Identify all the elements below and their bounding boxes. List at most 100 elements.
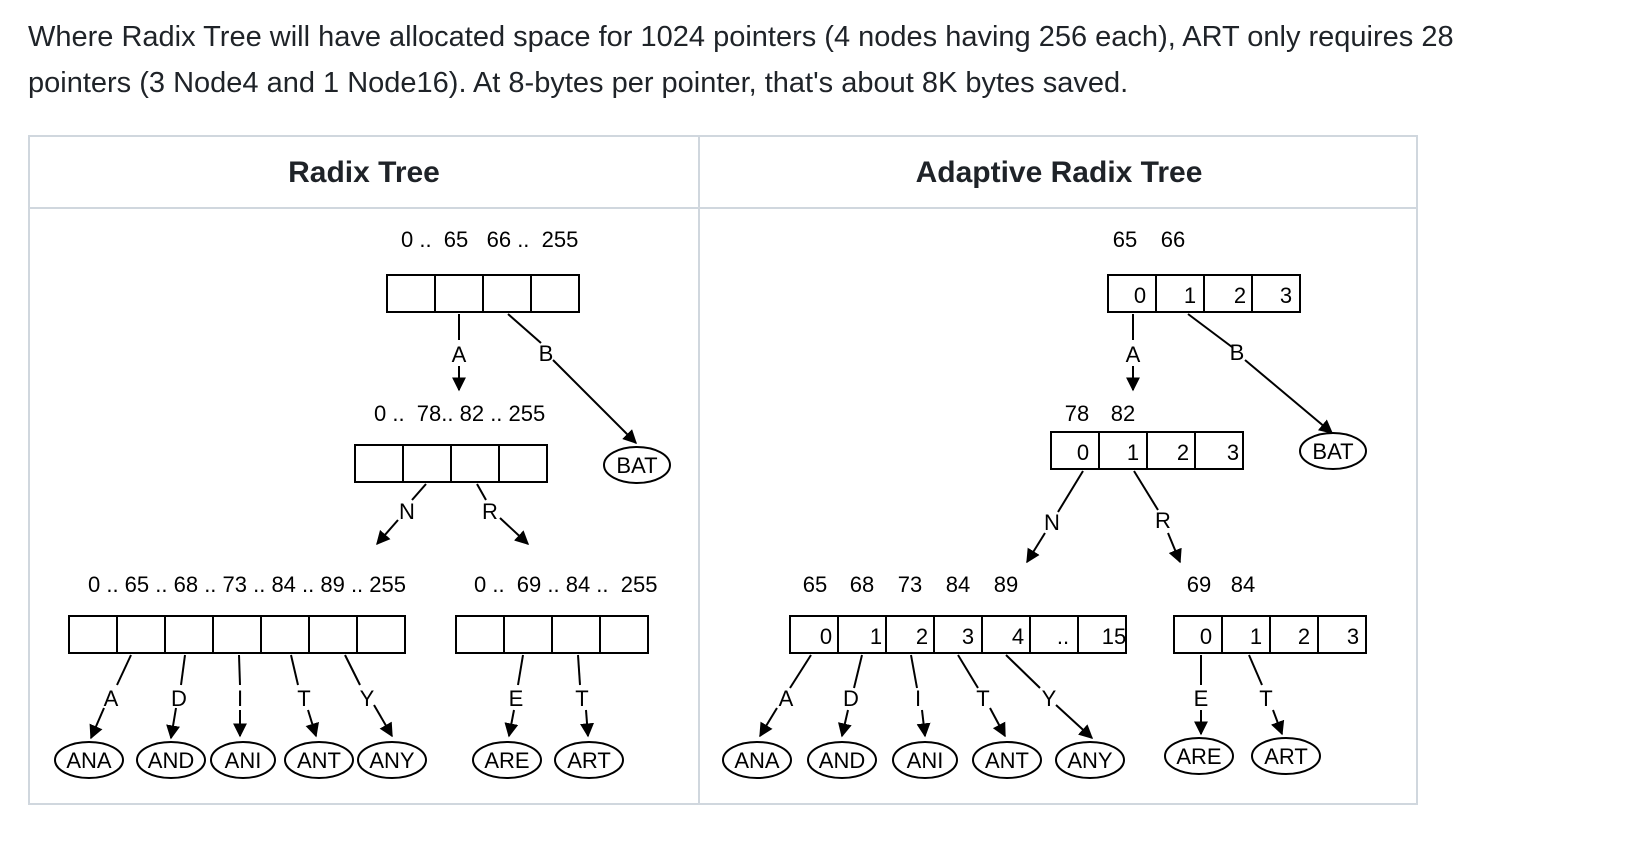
art-leaf-ana-label: ANA [734, 748, 780, 773]
art-l2-slot-2: 2 [1177, 440, 1189, 465]
art-n16-slot-4: 4 [1012, 624, 1024, 649]
art-n16-key-65: 65 [803, 572, 827, 597]
art-l2-slot-1: 1 [1127, 440, 1139, 465]
radix-edge-t2: T [575, 686, 588, 711]
art-n16-slot-2: 2 [916, 624, 928, 649]
radix-root-label: 0 .. 65 66 .. 255 [401, 227, 578, 252]
intro-paragraph: Where Radix Tree will have allocated spa… [28, 14, 1628, 106]
art-edge-t2: T [1259, 686, 1272, 711]
radix-leaf-bat [603, 446, 671, 484]
art-edge-a2: A [779, 686, 794, 711]
art-leaf-ani-label: ANI [907, 748, 944, 773]
art-leaf-and [807, 741, 877, 779]
radix-leaf-ant-label: ANT [297, 748, 341, 773]
art-l2-key-82: 82 [1111, 401, 1135, 426]
intro-line-1: Where Radix Tree will have allocated spa… [28, 21, 1454, 53]
art-leaf-art-label: ART [1264, 744, 1308, 769]
header-radix-tree: Radix Tree [288, 156, 440, 189]
art-l2-slot-0: 0 [1077, 440, 1089, 465]
radix-leaf-any [357, 741, 427, 779]
radix-leaf-art-label: ART [567, 748, 611, 773]
radix-tree-text: 0 .. 65 66 .. 255 0 .. 78.. 82 .. 255 0 … [66, 227, 657, 773]
art-leaf-ant [972, 741, 1042, 779]
art-n4-slot-3: 3 [1347, 624, 1359, 649]
art-edge-i: I [915, 686, 921, 711]
art-root-slot-1: 1 [1184, 283, 1196, 308]
art-leaf-art [1251, 737, 1321, 775]
radix-leaf-art [554, 741, 624, 779]
art-n16-slot-ellipsis: .. [1057, 624, 1069, 649]
art-n16-slot-1: 1 [870, 624, 882, 649]
radix-leaf-ana-label: ANA [66, 748, 112, 773]
radix-edge-e: E [509, 686, 524, 711]
radix-edge-a2: A [104, 686, 119, 711]
art-root-key-65: 65 [1113, 227, 1137, 252]
art-root-slot-3: 3 [1280, 283, 1292, 308]
table-header-row [30, 137, 1416, 209]
art-n4-slot-1: 1 [1250, 624, 1262, 649]
radix-leaf-are [472, 741, 542, 779]
art-n4-slot-2: 2 [1298, 624, 1310, 649]
radix-level2-label: 0 .. 78.. 82 .. 255 [374, 401, 545, 426]
radix-leaf-and [136, 741, 206, 779]
radix-leaf-and-label: AND [148, 748, 194, 773]
header-adaptive-radix-tree: Adaptive Radix Tree [915, 156, 1203, 189]
art-root-slot-2: 2 [1234, 283, 1246, 308]
column-divider [698, 137, 700, 803]
art-edge-a: A [1126, 342, 1141, 367]
art-leaf-ani [892, 741, 958, 779]
art-leaf-bat [1299, 432, 1367, 470]
art-n16-key-84: 84 [946, 572, 970, 597]
art-edge-t: T [976, 686, 989, 711]
radix-edge-d: D [171, 686, 187, 711]
radix-edge-n: N [399, 499, 415, 524]
radix-edge-y: Y [360, 686, 375, 711]
radix-tree-diagram [54, 274, 671, 779]
art-edge-b: B [1230, 340, 1245, 365]
art-root-slot-0: 0 [1134, 283, 1146, 308]
art-leaf-bat-label: BAT [1312, 439, 1353, 464]
art-root-key-66: 66 [1161, 227, 1185, 252]
radix-edge-r: R [482, 499, 498, 524]
art-diagram [722, 274, 1367, 779]
art-n16-key-73: 73 [898, 572, 922, 597]
art-edge-n: N [1044, 510, 1060, 535]
comparison-table: Radix Tree Adaptive Radix Tree [28, 135, 1418, 805]
art-n16-slot-3: 3 [962, 624, 974, 649]
art-leaf-and-label: AND [819, 748, 865, 773]
art-n4-key-84: 84 [1231, 572, 1255, 597]
radix-edge-i: I [237, 686, 243, 711]
radix-leaf-ani [210, 741, 276, 779]
radix-leaf-ani-label: ANI [225, 748, 262, 773]
radix-edge-t: T [297, 686, 310, 711]
radix-leaf-any-label: ANY [369, 748, 415, 773]
art-edge-d: D [843, 686, 859, 711]
art-edge-r: R [1155, 508, 1171, 533]
radix-left-node [68, 615, 406, 654]
art-n4-slot-0: 0 [1200, 624, 1212, 649]
art-n4-key-69: 69 [1187, 572, 1211, 597]
art-n16-key-89: 89 [994, 572, 1018, 597]
intro-line-2: pointers (3 Node4 and 1 Node16). At 8-by… [28, 67, 1129, 99]
radix-leaf-are-label: ARE [484, 748, 529, 773]
art-l2-key-78: 78 [1065, 401, 1089, 426]
art-text: 65 66 0 1 2 3 78 82 0 1 2 3 65 68 73 84 … [734, 227, 1359, 773]
art-node16 [789, 615, 1127, 654]
art-leaf-ana [722, 741, 792, 779]
art-n16-slot-15: 15 [1102, 624, 1126, 649]
radix-edge-a: A [452, 342, 467, 367]
art-n16-slot-0: 0 [820, 624, 832, 649]
art-leaf-any-label: ANY [1067, 748, 1113, 773]
art-l2-slot-3: 3 [1227, 440, 1239, 465]
art-leaf-any [1055, 741, 1125, 779]
radix-leaf-ana [54, 741, 124, 779]
art-leaf-are-label: ARE [1176, 744, 1221, 769]
radix-edge-b: B [539, 341, 554, 366]
radix-leaf-ant [284, 741, 354, 779]
radix-left-node-label: 0 .. 65 .. 68 .. 73 .. 84 .. 89 .. 255 [88, 572, 406, 597]
radix-leaf-bat-label: BAT [616, 453, 657, 478]
art-n16-key-68: 68 [850, 572, 874, 597]
art-leaf-are [1164, 737, 1234, 775]
art-edge-y: Y [1042, 686, 1057, 711]
